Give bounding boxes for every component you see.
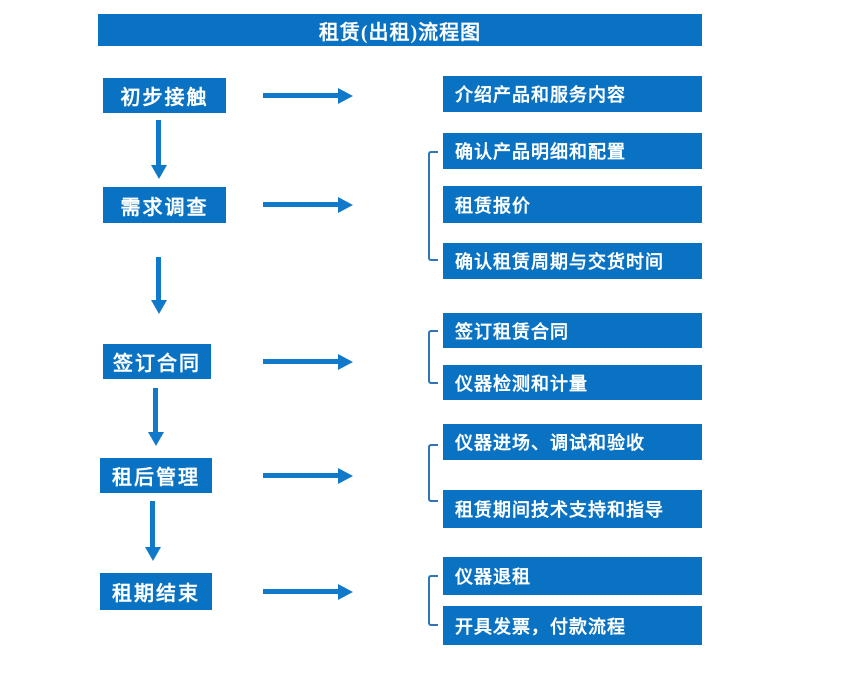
down-arrow-icon bbox=[150, 501, 155, 547]
detail-box-introduce-products: 介绍产品和服务内容 bbox=[443, 76, 702, 112]
right-arrow-icon bbox=[263, 589, 338, 594]
right-arrow-icon bbox=[263, 93, 338, 98]
stage-box-initial-contact: 初步接触 bbox=[103, 78, 226, 113]
stage-box-sign-contract: 签订合同 bbox=[103, 344, 211, 379]
stage-box-post-rental-management: 租后管理 bbox=[100, 458, 212, 493]
detail-box-invoice-payment: 开具发票，付款流程 bbox=[443, 606, 702, 645]
detail-box-confirm-rental-period: 确认租赁周期与交货时间 bbox=[443, 243, 702, 279]
right-arrow-icon bbox=[263, 359, 338, 364]
detail-box-technical-support: 租赁期间技术支持和指导 bbox=[443, 490, 702, 528]
detail-box-rental-quotation: 租赁报价 bbox=[443, 186, 702, 223]
group-bracket-sign-contract bbox=[428, 330, 438, 384]
down-arrow-icon bbox=[156, 120, 161, 165]
down-arrow-icon bbox=[153, 388, 158, 432]
group-bracket-rental-end bbox=[428, 575, 438, 626]
detail-box-sign-rental-contract: 签订租赁合同 bbox=[443, 313, 702, 348]
flowchart-title: 租赁(出租)流程图 bbox=[98, 14, 702, 46]
right-arrow-icon bbox=[263, 202, 338, 207]
detail-box-confirm-product-details: 确认产品明细和配置 bbox=[443, 133, 702, 169]
down-arrow-icon bbox=[156, 257, 161, 300]
stage-box-demand-survey: 需求调查 bbox=[103, 187, 226, 223]
detail-box-instrument-entry: 仪器进场、调试和验收 bbox=[443, 424, 702, 460]
stage-box-rental-end: 租期结束 bbox=[100, 573, 212, 610]
right-arrow-icon bbox=[263, 473, 338, 478]
group-bracket-post-rental bbox=[428, 444, 438, 502]
detail-box-instrument-testing: 仪器检测和计量 bbox=[443, 365, 702, 400]
group-bracket-demand-survey bbox=[428, 151, 438, 261]
detail-box-instrument-return: 仪器退租 bbox=[443, 557, 702, 595]
